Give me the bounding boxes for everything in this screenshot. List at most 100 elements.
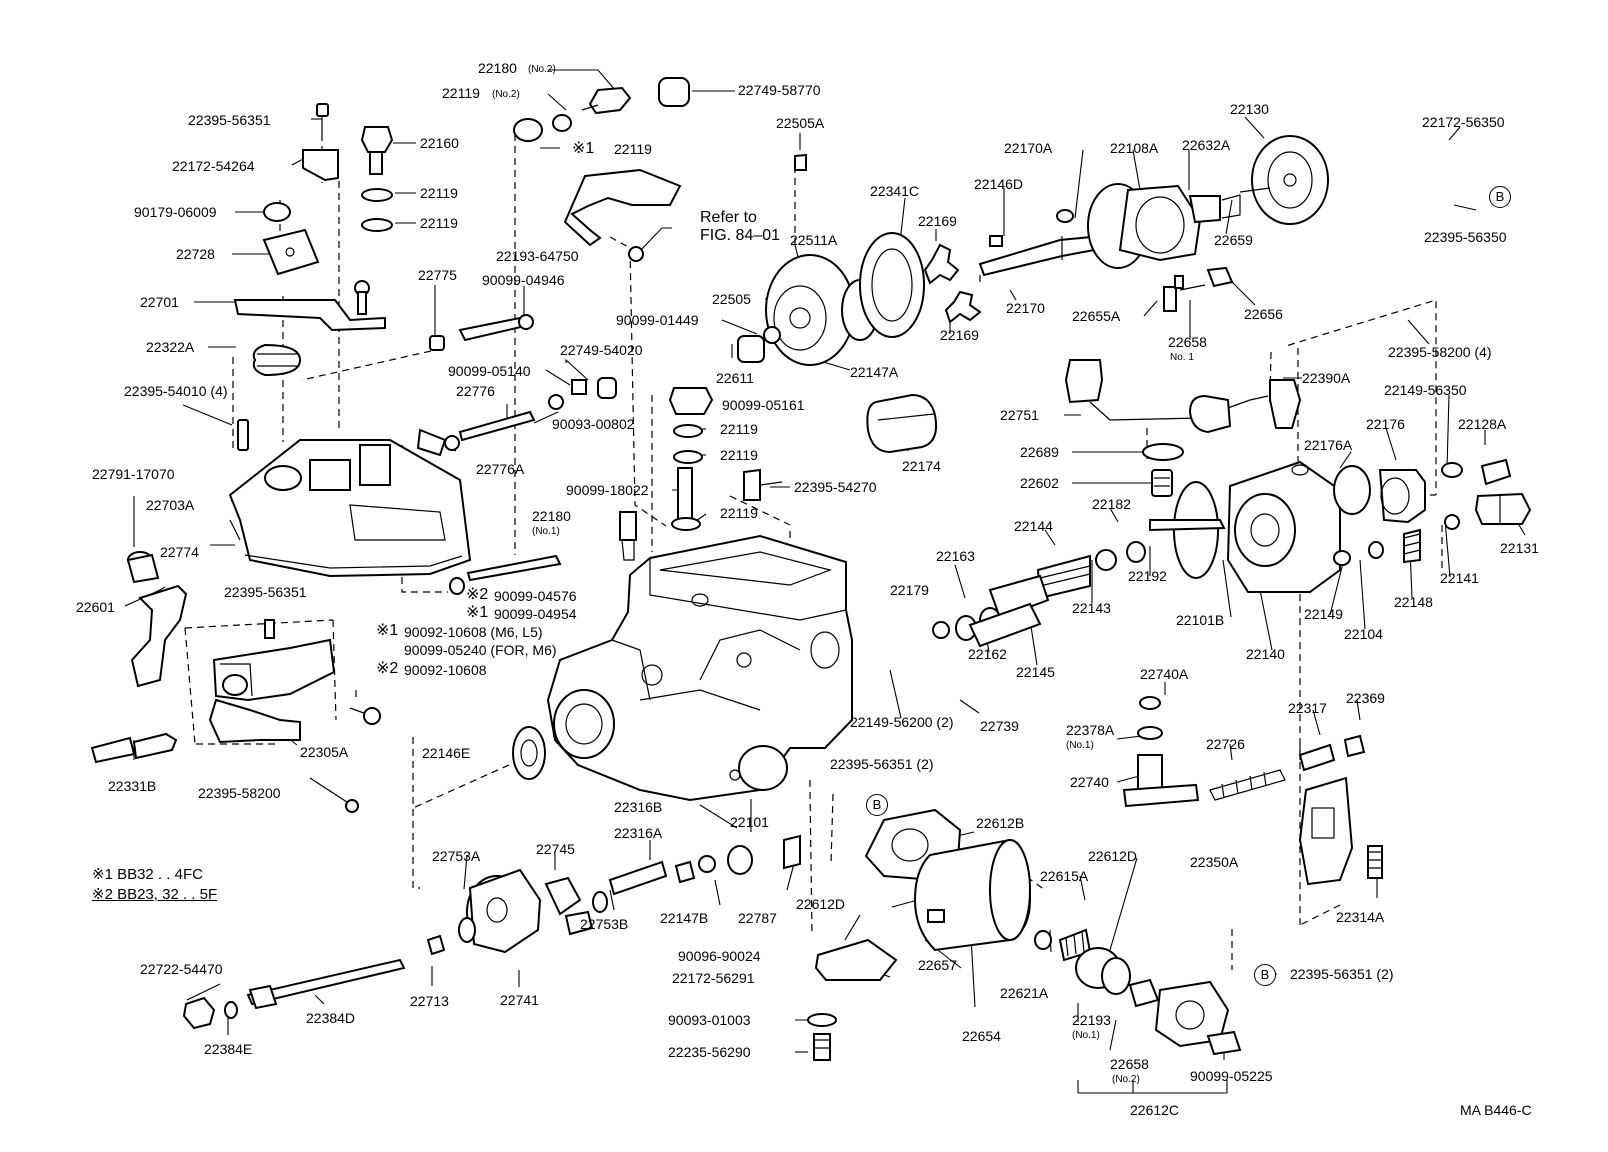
part-label: 22235-56290 xyxy=(668,1044,751,1060)
part-label: 22193-64750 xyxy=(496,248,579,264)
part-label: 22740A xyxy=(1140,666,1189,682)
part-label: 22314A xyxy=(1336,909,1385,925)
part-label: 22172-56350 xyxy=(1422,114,1505,130)
part-label: 90099-04954 xyxy=(494,606,577,622)
part-qualifier: (No.2) xyxy=(528,64,556,75)
part-qualifier: (No.1) xyxy=(532,526,560,537)
part-label: 22108A xyxy=(1110,140,1159,156)
part-label: 22180 xyxy=(532,508,571,524)
part-label: 22791-17070 xyxy=(92,466,175,482)
part-label: 22172-56291 xyxy=(672,970,755,986)
part-label: 22612C xyxy=(1130,1102,1180,1118)
part-label: 22654 xyxy=(962,1028,1001,1044)
part-label: 22775 xyxy=(418,267,457,283)
part-label: 22395-56351 xyxy=(224,584,307,600)
part-label: 22722-54470 xyxy=(140,961,223,977)
part-label: 90099-05225 xyxy=(1190,1068,1273,1084)
part-label: 22316B xyxy=(614,799,663,815)
refer-note-line1: Refer to xyxy=(700,209,757,226)
refer-note-line2: FIG. 84–01 xyxy=(700,227,781,244)
part-label: 22384D xyxy=(306,1010,356,1026)
part-label: 22511A xyxy=(790,232,838,248)
part-qualifier: No. 1 xyxy=(1170,352,1194,363)
part-label: 22658 xyxy=(1110,1056,1149,1072)
part-label: 22147B xyxy=(660,910,709,926)
part-label: 22615A xyxy=(1040,868,1089,884)
part-label: 22316A xyxy=(614,825,663,841)
feed-pump-assembly xyxy=(737,232,982,454)
part-label: 22162 xyxy=(968,646,1007,662)
part-label: 22160 xyxy=(420,135,459,151)
part-label: 22505 xyxy=(712,291,751,307)
part-label: 22119 xyxy=(420,215,458,231)
part-label: 22602 xyxy=(1020,475,1059,491)
part-label: 90099-04576 xyxy=(494,588,577,604)
part-label: 22658 xyxy=(1168,334,1207,350)
part-label: 22341C xyxy=(870,183,920,199)
part-label: 22331B xyxy=(108,778,157,794)
part-label: 22749-54020 xyxy=(560,342,643,358)
part-label: 22728 xyxy=(176,246,215,262)
part-label: 22774 xyxy=(160,544,199,560)
part-label: 22621A xyxy=(1000,985,1049,1001)
part-label: 90092-10608 xyxy=(404,662,487,678)
part-label: 22745 xyxy=(536,841,575,857)
top-small-parts xyxy=(233,103,394,451)
drive-shaft-assembly xyxy=(978,135,1329,312)
part-label: 22145 xyxy=(1016,664,1055,680)
distributor-head-22140 xyxy=(1149,458,1532,593)
part-label: 22170 xyxy=(1006,300,1045,316)
timer-parts xyxy=(807,808,1242,1061)
part-label: 22119 xyxy=(442,85,480,101)
fuel-cut-solenoid xyxy=(1064,359,1302,497)
part-label: 22395-56350 xyxy=(1424,229,1507,245)
part-label: 22148 xyxy=(1394,594,1433,610)
part-label: 22119 xyxy=(614,141,652,157)
part-label: 22703A xyxy=(146,497,195,513)
reference-mark: ※1 xyxy=(572,140,595,157)
part-label: 90099-05140 xyxy=(448,363,531,379)
reference-mark: ※1 xyxy=(466,604,489,621)
part-label: 22787 xyxy=(738,910,777,926)
part-label: 22701 xyxy=(140,294,179,310)
plunger-parts xyxy=(932,541,1146,648)
part-label: 22739 xyxy=(980,718,1019,734)
part-label: 22395-54010 (4) xyxy=(124,383,228,399)
part-label: 22350A xyxy=(1190,854,1239,870)
part-label: 22726 xyxy=(1206,736,1245,752)
part-label: 90099-04946 xyxy=(482,272,565,288)
leader-lines xyxy=(124,69,1526,1094)
reference-badge-b: B xyxy=(1489,186,1511,208)
part-label: 22751 xyxy=(1000,407,1039,423)
part-label: 22505A xyxy=(776,115,825,131)
part-label: 22612B xyxy=(976,815,1025,831)
part-label: 22174 xyxy=(902,458,941,474)
reference-mark: ※2 xyxy=(466,586,489,603)
part-label: 22776A xyxy=(476,461,525,477)
footnote-1: ※1 BB32 . . 4FC xyxy=(92,866,203,883)
part-label: 22322A xyxy=(146,339,195,355)
part-label: 90179-06009 xyxy=(134,204,217,220)
figure-code: MA B446-C xyxy=(1460,1102,1532,1118)
part-label: 90099-18022 xyxy=(566,482,649,498)
part-label: 22176A xyxy=(1304,437,1353,453)
part-label: 22101 xyxy=(730,814,769,830)
part-label: 90093-00802 xyxy=(552,416,635,432)
part-label: 22612D xyxy=(796,896,846,912)
part-label: 22119 xyxy=(720,447,758,463)
part-label: 22101B xyxy=(1176,612,1225,628)
part-label: 22378A xyxy=(1066,722,1115,738)
part-label: 22395-54270 xyxy=(794,479,877,495)
part-label: 22740 xyxy=(1070,774,1109,790)
drive-gear-parts xyxy=(182,726,801,1030)
part-qualifier: (No.1) xyxy=(1072,1030,1100,1041)
part-label: 22131 xyxy=(1500,540,1539,556)
reference-mark: ※2 xyxy=(376,660,399,677)
part-label: 22147A xyxy=(850,364,899,380)
center-top-parts xyxy=(429,77,807,595)
part-label: 22395-58200 (4) xyxy=(1388,344,1492,360)
governor-lever-parts xyxy=(90,551,381,813)
part-label: 22369 xyxy=(1346,690,1385,706)
part-label: 22146E xyxy=(422,745,471,761)
part-label: 22130 xyxy=(1230,101,1269,117)
